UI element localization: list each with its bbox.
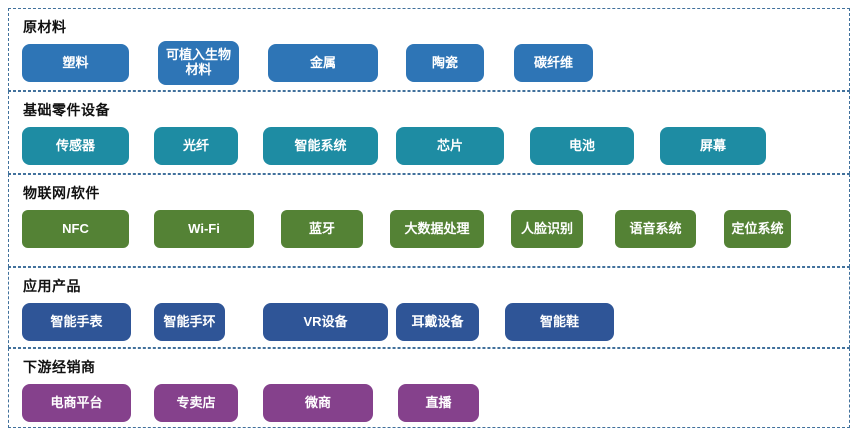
node-face-recognition: 人脸识别 [511, 210, 583, 248]
node-ceramic: 陶瓷 [406, 44, 484, 82]
section-iot-software: 物联网/软件 NFC Wi-Fi 蓝牙 大数据处理 人脸识别 语音系统 定位系统 [8, 174, 850, 267]
node-big-data-processing: 大数据处理 [390, 210, 484, 248]
section-title: 应用产品 [23, 278, 81, 294]
node-specialty-store: 专卖店 [154, 384, 238, 422]
node-smart-shoe: 智能鞋 [505, 303, 614, 341]
node-metal: 金属 [268, 44, 378, 82]
node-screen: 屏幕 [660, 127, 766, 165]
section-title: 物联网/软件 [23, 185, 100, 201]
node-smart-band: 智能手环 [154, 303, 225, 341]
node-carbon-fiber: 碳纤维 [514, 44, 593, 82]
node-voice-system: 语音系统 [615, 210, 696, 248]
node-ear-worn-device: 耳戴设备 [396, 303, 479, 341]
section-application-products: 应用产品 智能手表 智能手环 VR设备 耳戴设备 智能鞋 [8, 267, 850, 348]
section-title: 下游经销商 [23, 359, 96, 375]
node-chip: 芯片 [396, 127, 504, 165]
node-positioning-system: 定位系统 [724, 210, 791, 248]
node-nfc: NFC [22, 210, 129, 248]
node-wechat-business: 微商 [263, 384, 373, 422]
node-battery: 电池 [530, 127, 634, 165]
section-basic-components: 基础零件设备 传感器 光纤 智能系统 芯片 电池 屏幕 [8, 91, 850, 174]
node-smart-system: 智能系统 [263, 127, 378, 165]
section-raw-materials: 原材料 塑料 可植入生物材料 金属 陶瓷 碳纤维 [8, 8, 850, 91]
section-title: 基础零件设备 [23, 102, 110, 118]
node-vr-device: VR设备 [263, 303, 388, 341]
node-ecommerce-platform: 电商平台 [22, 384, 131, 422]
section-downstream-distributors: 下游经销商 电商平台 专卖店 微商 直播 [8, 348, 850, 428]
node-implantable-biomaterial: 可植入生物材料 [158, 41, 239, 85]
node-optical-fiber: 光纤 [154, 127, 238, 165]
section-title: 原材料 [23, 19, 67, 35]
node-plastic: 塑料 [22, 44, 129, 82]
node-bluetooth: 蓝牙 [281, 210, 363, 248]
node-live-streaming: 直播 [398, 384, 479, 422]
node-sensor: 传感器 [22, 127, 129, 165]
node-smart-watch: 智能手表 [22, 303, 131, 341]
node-wifi: Wi-Fi [154, 210, 254, 248]
